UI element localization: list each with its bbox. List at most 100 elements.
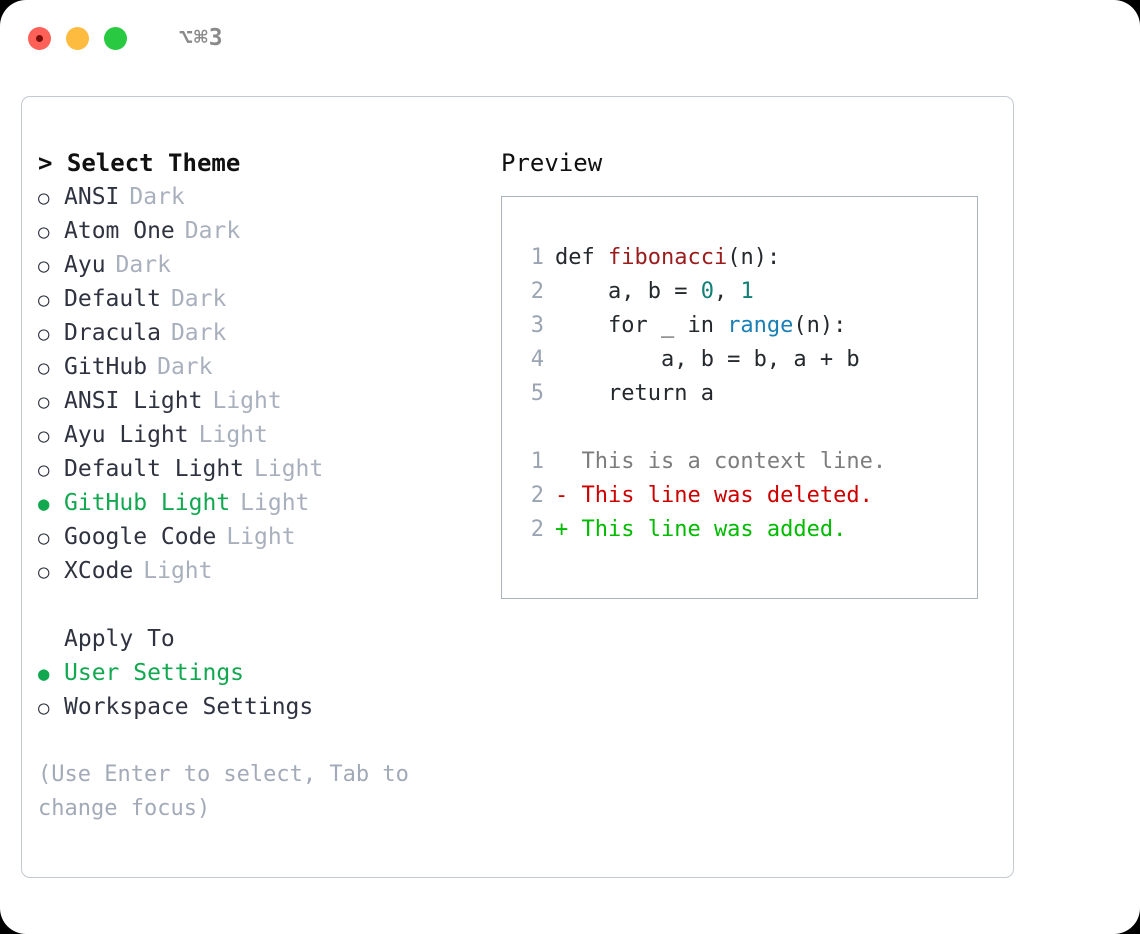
theme-option-label: GitHub: [64, 354, 148, 380]
diff-line: 2 - This line was deleted.: [520, 479, 977, 513]
theme-option-label: Dracula: [64, 320, 161, 346]
theme-option-label: XCode: [64, 558, 134, 584]
maximize-button[interactable]: [104, 26, 127, 50]
radio-selected-icon: ●: [38, 493, 50, 515]
diff-line: 2 + This line was added.: [520, 513, 977, 547]
theme-option-label: Ayu Light: [64, 422, 189, 448]
code-token: 0: [700, 279, 714, 304]
theme-option-label: ANSI Light: [64, 388, 203, 414]
theme-option-label: Default: [64, 286, 161, 312]
code-token: for _ in: [555, 313, 728, 338]
code-token: a, b = b, a + b: [555, 347, 860, 372]
radio-unselected-icon: ○: [38, 221, 50, 243]
code-line-number: 1: [530, 245, 544, 270]
theme-variant-badge: Dark: [184, 218, 241, 244]
radio-unselected-icon: ○: [38, 561, 50, 583]
apply-to-option-label: User Settings: [64, 660, 245, 686]
diff-line-number: 2: [530, 483, 544, 508]
code-token: return a: [555, 381, 714, 406]
code-line-text: return a: [555, 381, 714, 406]
theme-option-atom-one[interactable]: ○ Atom One Dark: [38, 214, 498, 248]
theme-variant-badge: Dark: [129, 184, 185, 210]
theme-variant-badge: Light: [143, 558, 213, 584]
code-line-number: 2: [530, 279, 544, 304]
radio-unselected-icon: ○: [38, 697, 50, 719]
select-theme-heading: > Select Theme: [38, 149, 241, 177]
diff-line-text: - This line was deleted.: [555, 483, 873, 508]
code-line-number: 5: [530, 381, 544, 406]
radio-unselected-icon: ○: [38, 255, 50, 277]
apply-to-heading-row: ○ Apply To: [38, 622, 498, 656]
theme-option-label: Google Code: [64, 524, 217, 550]
theme-variant-badge: Light: [240, 490, 310, 516]
radio-unselected-icon: ○: [38, 391, 50, 413]
section-spacer: [38, 588, 498, 622]
code-line-number: 4: [530, 347, 544, 372]
theme-option-google-code[interactable]: ○ Google Code Light: [38, 520, 498, 554]
radio-unselected-icon: ○: [38, 527, 50, 549]
theme-variant-badge: Light: [212, 388, 282, 414]
diff-line-text: This is a context line.: [555, 449, 887, 474]
code-line-number: 3: [530, 313, 544, 338]
diff-line-number: 2: [530, 517, 544, 542]
code-token: def: [555, 245, 608, 270]
code-line: 5 return a: [520, 377, 977, 411]
theme-variant-badge: Light: [226, 524, 296, 550]
preview-heading: Preview: [501, 149, 603, 177]
radio-selected-icon: ●: [38, 663, 50, 685]
close-button[interactable]: [28, 26, 51, 50]
code-line-text: a, b = b, a + b: [555, 347, 860, 372]
minimize-button[interactable]: [66, 26, 89, 50]
code-token: range: [727, 313, 794, 338]
theme-option-label: Atom One: [64, 218, 175, 244]
diff-line: 1 This is a context line.: [520, 445, 977, 479]
theme-variant-badge: Dark: [115, 252, 171, 278]
title-bar: ⌥⌘3: [0, 0, 1140, 76]
theme-variant-badge: Dark: [170, 320, 227, 346]
radio-unselected-icon: ○: [38, 323, 50, 345]
theme-option-github-light[interactable]: ● GitHub Light Light: [38, 486, 498, 520]
diff-line-text: + This line was added.: [555, 517, 847, 542]
code-line: 2 a, b = 0, 1: [520, 275, 977, 309]
code-line: 4 a, b = b, a + b: [520, 343, 977, 377]
window-controls: [28, 26, 127, 50]
apply-to-option-user-settings[interactable]: ● User Settings: [38, 656, 498, 690]
code-token: (n):: [727, 245, 781, 270]
code-line: 3 for _ in range(n):: [520, 309, 977, 343]
keyboard-hint-text: (Use Enter to select, Tab to change focu…: [38, 762, 409, 821]
code-line-text: for _ in range(n):: [555, 313, 846, 338]
diff-line-number: 1: [530, 449, 544, 474]
theme-option-ansi-light[interactable]: ○ ANSI Light Light: [38, 384, 498, 418]
code-token: (n):: [793, 313, 847, 338]
apply-to-option-workspace-settings[interactable]: ○Workspace Settings: [38, 690, 498, 724]
theme-option-ayu-light[interactable]: ○ Ayu Light Light: [38, 418, 498, 452]
theme-option-label: ANSI: [64, 184, 120, 210]
apply-to-option-list: ● User Settings ○Workspace Settings: [38, 656, 498, 724]
theme-option-label: Default Light: [64, 456, 245, 482]
code-diff-spacer: [520, 411, 977, 445]
code-token: 1: [740, 279, 754, 304]
theme-option-label: GitHub Light: [64, 490, 231, 516]
blank-marker-icon: ○: [38, 623, 64, 657]
code-line: 1 def fibonacci(n):: [520, 241, 977, 275]
theme-variant-badge: Light: [198, 422, 268, 448]
apply-to-heading: Apply To: [64, 626, 175, 652]
code-line-text: a, b = 0, 1: [555, 279, 754, 304]
radio-unselected-icon: ○: [38, 425, 50, 447]
keyboard-shortcut-label: ⌥⌘3: [179, 25, 224, 51]
code-token: fibonacci: [607, 245, 728, 270]
theme-option-dracula[interactable]: ○ Dracula Dark: [38, 316, 498, 350]
theme-option-xcode[interactable]: ○ XCode Light: [38, 554, 498, 588]
